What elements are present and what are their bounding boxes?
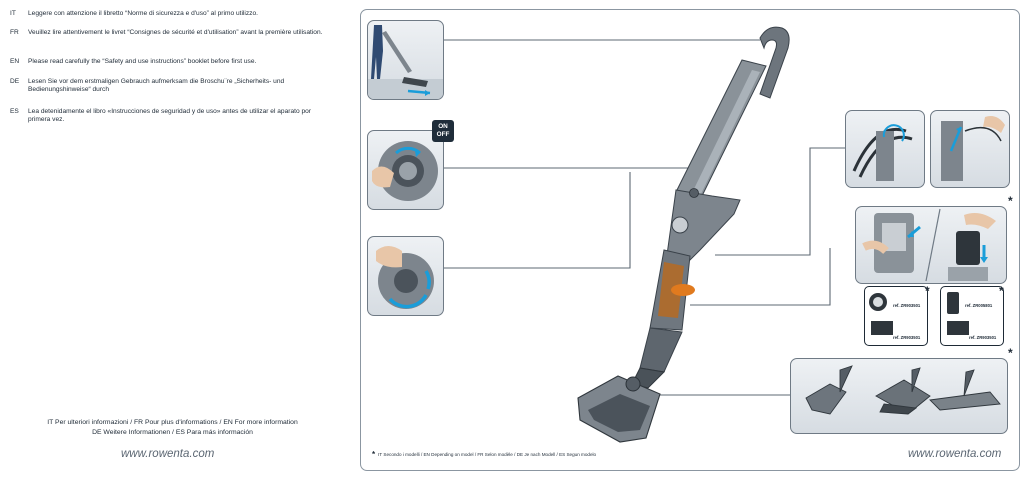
leader-rotate xyxy=(442,172,631,269)
lang-code: ES xyxy=(10,108,19,115)
on-off-badge: ON OFF xyxy=(432,120,454,142)
illustration-rotate-dial xyxy=(367,236,444,316)
website-link-left[interactable]: www.rowenta.com xyxy=(121,448,215,460)
instructions-column: IT Leggere con attenzione il libretto “N… xyxy=(0,0,345,478)
spare-filter-box-right: ref. ZR005801 ref. ZR903501 xyxy=(940,286,1004,346)
ref-label-tall-filter: ref. ZR005801 xyxy=(965,303,993,308)
leader-lines xyxy=(442,39,845,396)
more-info-line-2: DE Weitere Informationen / ES Para más i… xyxy=(92,429,253,436)
vacuum-body xyxy=(577,26,790,443)
instruction-fr: FR Veuillez lire attentivement le livret… xyxy=(10,29,330,37)
illustration-filter-cleaning xyxy=(855,206,1007,284)
illustration-user-vacuuming xyxy=(367,20,444,100)
instruction-es: ES Lea detenidamente el libro «Instrucci… xyxy=(10,108,330,124)
instruction-en: EN Please read carefully the “Safety and… xyxy=(10,58,330,66)
footnote-asterisk: * xyxy=(372,450,376,459)
footnote: *IT Secondo i modelli / EN Depending on … xyxy=(372,450,596,459)
lang-code: FR xyxy=(10,29,19,36)
lang-text: Lea detenidamente el libro «Instruccione… xyxy=(28,108,311,123)
illustration-power-switch xyxy=(367,130,444,210)
spare-filter-box-left: ref. ZR903501 ref. ZR903501 xyxy=(864,286,928,346)
more-info-line-1: IT Per ulteriori informazioni / FR Pour … xyxy=(47,419,298,426)
on-label: ON xyxy=(438,123,448,130)
leader-switch xyxy=(442,167,691,185)
lang-text: Veuillez lire attentivement le livret “C… xyxy=(28,29,323,36)
illustration-brush-heads-frame xyxy=(790,358,1008,434)
website-link-right[interactable]: www.rowenta.com xyxy=(908,448,1002,460)
leader-cord xyxy=(715,147,845,256)
instruction-it: IT Leggere con attenzione il libretto “N… xyxy=(10,10,330,18)
illustration-cord-unwrap xyxy=(930,110,1010,188)
asterisk-brushes: * xyxy=(1008,346,1013,360)
asterisk-ref-left: * xyxy=(925,284,930,298)
ref-label-foam-filter: ref. ZR903501 xyxy=(969,335,997,340)
lang-text: Leggere con attenzione il libretto “Norm… xyxy=(28,10,258,17)
lang-text: Lesen Sie vor dem erstmaligen Gebrauch a… xyxy=(28,78,285,93)
lang-text: Please read carefully the “Safety and us… xyxy=(28,58,257,65)
illustration-panel xyxy=(360,9,1020,471)
lang-code: DE xyxy=(10,78,20,85)
ref-label-round-filter: ref. ZR903501 xyxy=(893,303,921,308)
ref-label-rect-filter: ref. ZR903501 xyxy=(893,335,921,340)
leader-filter xyxy=(690,248,831,306)
illustration-cord-hook xyxy=(845,110,925,188)
asterisk-filter: * xyxy=(1008,194,1013,208)
instruction-de: DE Lesen Sie vor dem erstmaligen Gebrauc… xyxy=(10,78,330,94)
asterisk-ref-right: * xyxy=(999,284,1004,298)
lang-code: IT xyxy=(10,10,16,17)
lang-code: EN xyxy=(10,58,20,65)
off-label: OFF xyxy=(436,130,450,138)
footnote-text: IT Secondo i modelli / EN Depending on m… xyxy=(378,452,597,457)
